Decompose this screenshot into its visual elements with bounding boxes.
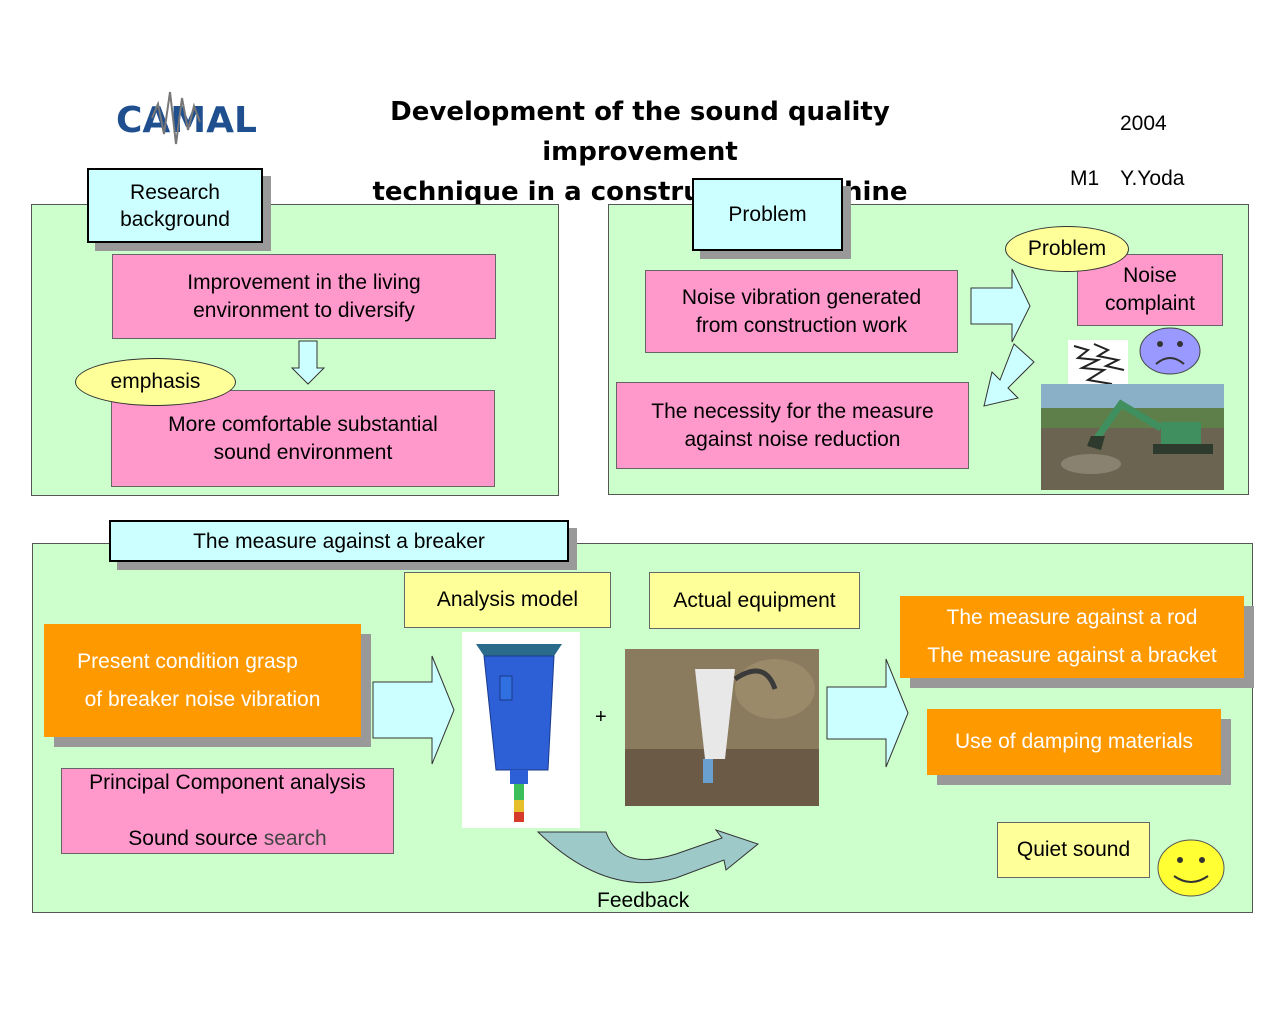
breaker-photo bbox=[625, 649, 819, 806]
feedback-arrow bbox=[536, 829, 760, 884]
pca-line-2: Sound source search bbox=[128, 797, 326, 853]
page-title: Development of the sound quality improve… bbox=[300, 92, 980, 212]
present-condition-line-1: Present condition grasp bbox=[77, 649, 298, 673]
rod-measure-text: The measure against a rod bbox=[946, 606, 1198, 629]
title-line-1: Development of the sound quality improve… bbox=[390, 97, 890, 167]
waveform-graphic bbox=[151, 91, 201, 145]
noise-vibration-box: Noise vibration generated from construct… bbox=[645, 270, 958, 353]
actual-equipment-label: Actual equipment bbox=[649, 572, 860, 629]
author-label: M1 Y.Yoda bbox=[1070, 167, 1185, 190]
excavator-photo bbox=[1041, 384, 1224, 490]
quiet-sound-label: Quiet sound bbox=[997, 822, 1150, 878]
analysis-model-label: Analysis model bbox=[404, 572, 611, 628]
pca-search-text: search bbox=[263, 827, 327, 850]
comfortable-sound-box: More comfortable substantial sound envir… bbox=[111, 390, 495, 487]
diagonal-arrow bbox=[983, 343, 1035, 407]
plus-sign: + bbox=[595, 706, 607, 728]
emphasis-bubble: emphasis bbox=[75, 358, 236, 406]
feedback-label: Feedback bbox=[597, 889, 690, 912]
noise-reduction-box: The necessity for the measure against no… bbox=[616, 382, 969, 469]
damping-box: Use of damping materials bbox=[927, 709, 1221, 775]
measure-label: The measure against a breaker bbox=[109, 520, 569, 562]
smiley-face-icon bbox=[1157, 839, 1225, 897]
present-condition-box: Present condition grasp of breaker noise… bbox=[44, 624, 361, 737]
down-arrow bbox=[290, 340, 326, 385]
problem-bubble: Problem bbox=[1005, 226, 1129, 272]
pca-box: Principal Component analysis Sound sourc… bbox=[61, 768, 394, 854]
right-arrow bbox=[970, 268, 1031, 343]
pca-line-2-text: Sound source bbox=[128, 827, 264, 850]
logo-graphic: CAMAL bbox=[116, 91, 257, 145]
rod-bracket-box: The measure against a rod The measure ag… bbox=[900, 596, 1244, 678]
bracket-measure-text: The measure against a bracket bbox=[927, 644, 1217, 667]
fem-model-image bbox=[462, 632, 580, 828]
present-condition-line-2: of breaker noise vibration bbox=[84, 687, 321, 711]
right-arrow-right bbox=[826, 658, 909, 768]
year-label: 2004 bbox=[1120, 112, 1167, 135]
problem-label: Problem bbox=[692, 178, 843, 251]
noise-burst-icon bbox=[1068, 340, 1128, 388]
pca-line-1: Principal Component analysis bbox=[89, 771, 366, 794]
right-arrow-left bbox=[372, 655, 455, 765]
living-environment-box: Improvement in the living environment to… bbox=[112, 254, 496, 339]
logo: CAMAL bbox=[112, 84, 262, 154]
research-background-label: Research background bbox=[87, 168, 263, 243]
sad-face-icon bbox=[1139, 327, 1201, 375]
